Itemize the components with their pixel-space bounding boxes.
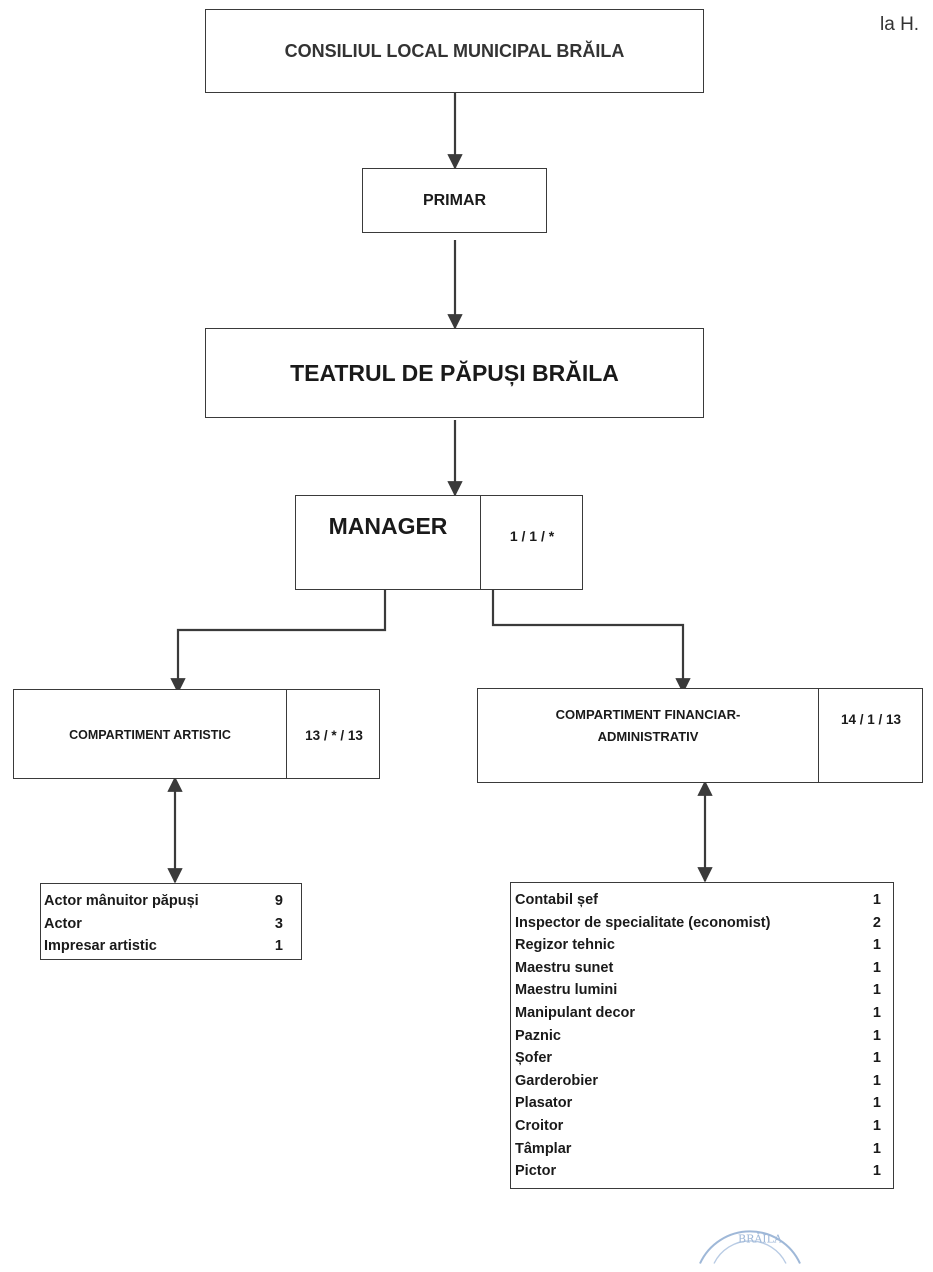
financial-label-line2: ADMINISTRATIV (597, 729, 699, 744)
corner-note: la H. (880, 14, 920, 35)
artistic-label: COMPARTIMENT ARTISTIC (69, 728, 231, 742)
arrow-manager-to-artistic (170, 590, 387, 694)
financial-label-line1: COMPARTIMENT FINANCIAR- (555, 707, 741, 722)
theatre-box: TEATRUL DE PĂPUȘI BRĂILA (205, 328, 704, 418)
manager-count: 1 / 1 / * (509, 528, 555, 544)
mayor-box: PRIMAR (362, 168, 547, 233)
financial-box: COMPARTIMENT FINANCIAR- ADMINISTRATIV 14… (477, 688, 923, 783)
artistic-count: 13 / * / 13 (305, 727, 363, 743)
manager-label: MANAGER (328, 512, 448, 539)
financial-count: 14 / 1 / 13 (840, 711, 902, 727)
manager-box: MANAGER 1 / 1 / * (295, 495, 583, 590)
artistic-box: COMPARTIMENT ARTISTIC 13 / * / 13 (13, 689, 380, 779)
svg-text:BRĂILA: BRĂILA (738, 1232, 783, 1246)
mayor-label: PRIMAR (422, 191, 487, 209)
council-label: CONSILIUL LOCAL MUNICIPAL BRĂILA (284, 40, 625, 61)
council-box: CONSILIUL LOCAL MUNICIPAL BRĂILA (205, 9, 704, 93)
stamp-seal: BRĂILA (699, 1230, 801, 1264)
theatre-label: TEATRUL DE PĂPUȘI BRĂILA (290, 359, 619, 386)
list-item: Inspector de specialitate (economist)2 (515, 914, 881, 931)
arrow-manager-to-financial (491, 590, 691, 694)
